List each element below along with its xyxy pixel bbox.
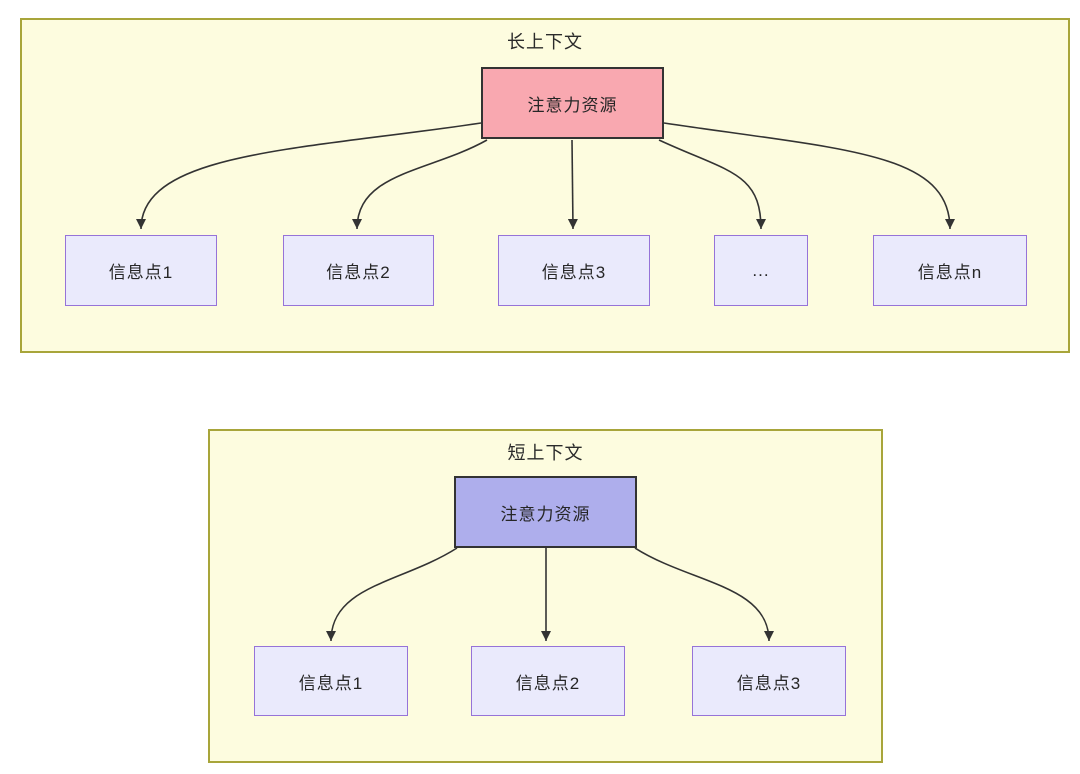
attention-resource-node-short: 注意力资源 (454, 476, 637, 548)
info-node-long-ellipsis: ... (714, 235, 808, 306)
attention-resource-node-long: 注意力资源 (481, 67, 664, 139)
info-node-short-3: 信息点3 (692, 646, 846, 716)
info-node-long-3: 信息点3 (498, 235, 650, 306)
info-node-short-1: 信息点1 (254, 646, 408, 716)
long-context-title: 长上下文 (507, 32, 583, 52)
info-node-short-2: 信息点2 (471, 646, 625, 716)
short-context-title: 短上下文 (507, 443, 584, 463)
info-node-long-n: 信息点n (873, 235, 1027, 306)
attention-resource-label: 注意力资源 (500, 504, 591, 524)
info-node-long-2: 信息点2 (283, 235, 434, 306)
info-node-label: 信息点1 (108, 263, 174, 282)
info-node-label: 信息点n (917, 263, 983, 282)
info-node-label: 信息点3 (736, 673, 802, 693)
attention-resource-label: 注意力资源 (527, 95, 618, 115)
info-node-long-1: 信息点1 (65, 235, 217, 306)
info-node-label: 信息点2 (326, 263, 391, 282)
info-node-label: ... (752, 260, 770, 280)
info-node-label: 信息点3 (541, 263, 607, 282)
info-node-label: 信息点1 (298, 673, 364, 693)
info-node-label: 信息点2 (515, 673, 581, 693)
